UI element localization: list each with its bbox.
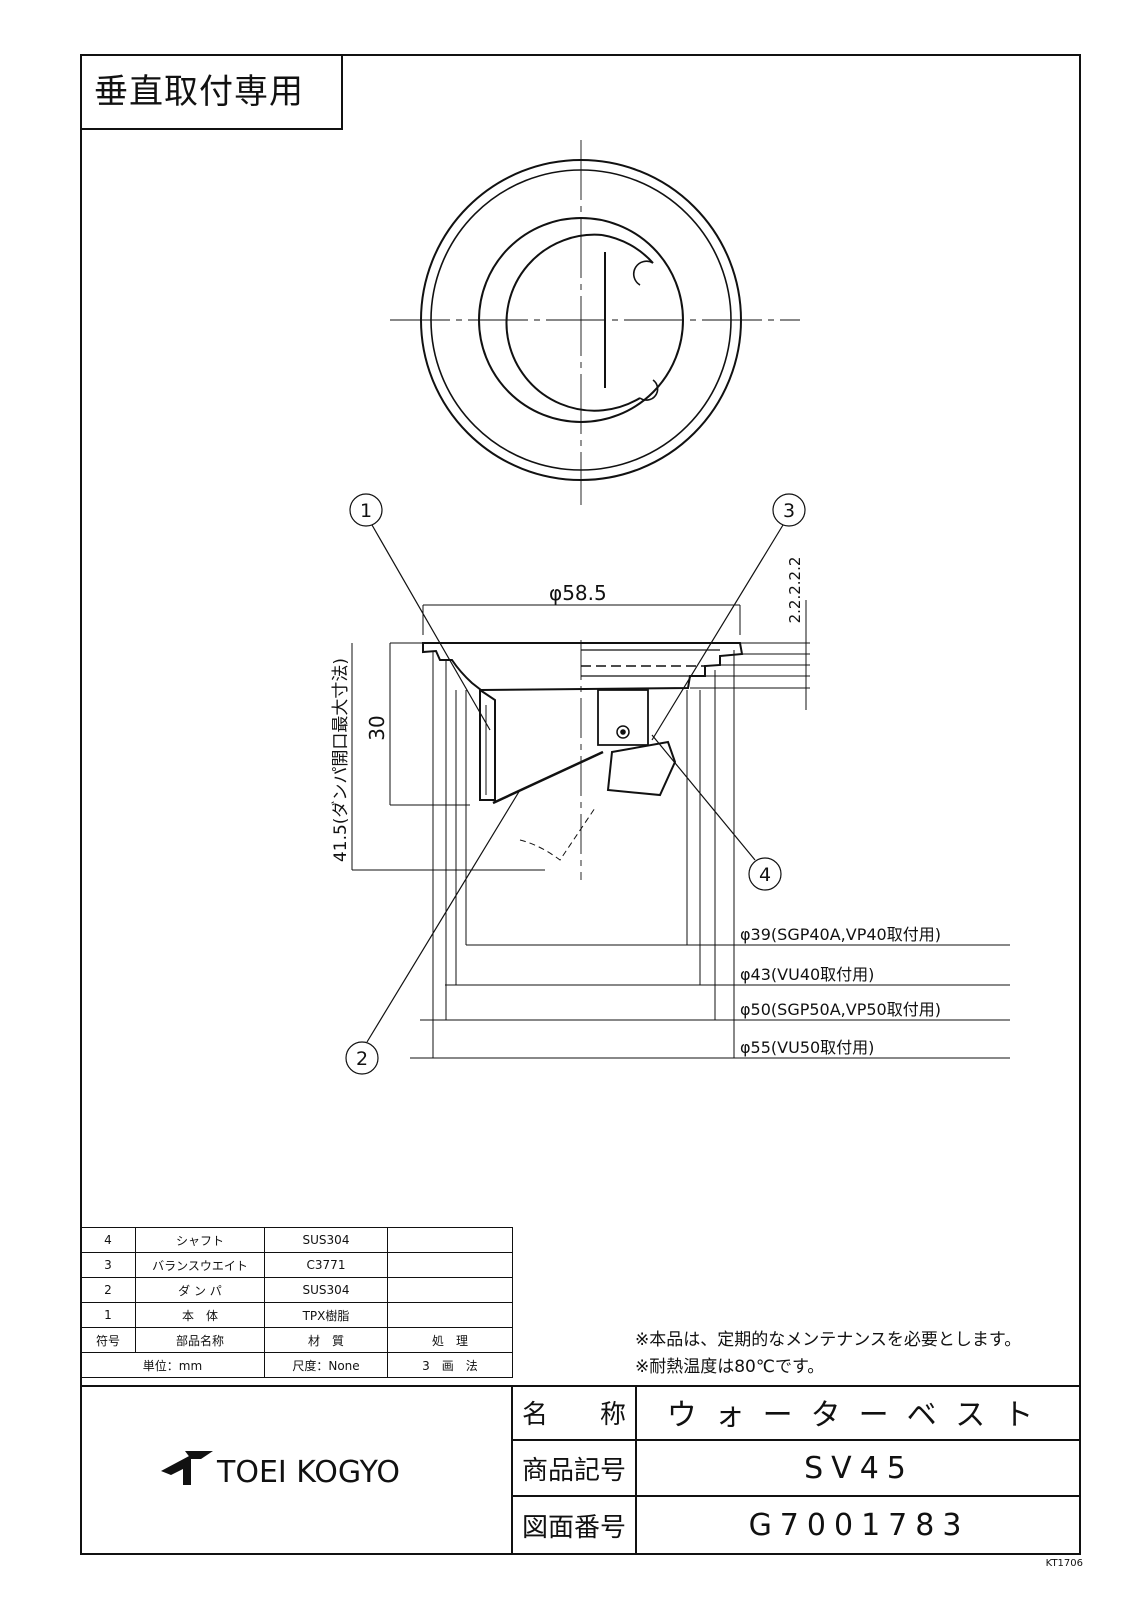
- balloon-3: 3: [783, 500, 795, 522]
- dim-d50: φ50(SGP50A,VP50取付用): [740, 1000, 941, 1019]
- dimension-lines: [351, 600, 1010, 1059]
- title-block: [80, 1385, 1081, 1555]
- table-row: 1 本 体 TPX樹脂: [80, 1302, 513, 1328]
- balloon-1: 1: [360, 500, 372, 522]
- section-view: [422, 640, 744, 880]
- company-name: TOEI KOGYO: [217, 1455, 400, 1490]
- table-footer-row: 単位：mm 尺度：None 3 画 法: [80, 1352, 513, 1378]
- parts-table: 4 シャフト SUS304 3 バランスウエイト C3771 2 ダ ン パ S…: [80, 1227, 513, 1378]
- drawing-number: G7001783: [748, 1507, 970, 1543]
- drawing-sheet: [80, 54, 1081, 1555]
- table-row: 4 シャフト SUS304: [80, 1227, 513, 1253]
- dim-d39: φ39(SGP40A,VP40取付用): [740, 925, 941, 944]
- dim-height-30: 30: [365, 715, 389, 740]
- top-view: [390, 140, 800, 505]
- dim-d55: φ55(VU50取付用): [740, 1038, 874, 1057]
- note-maintenance: ※本品は、定期的なメンテナンスを必要とします。: [635, 1330, 1022, 1350]
- notes: ※本品は、定期的なメンテナンスを必要とします。 ※耐熱温度は80℃です。: [635, 1327, 1021, 1381]
- note-heat: ※耐熱温度は80℃です。: [635, 1357, 825, 1377]
- table-row: 3 バランスウエイト C3771: [80, 1252, 513, 1278]
- table-header-row: 符号 部品名称 材 質 処 理: [80, 1327, 513, 1353]
- balloon-4: 4: [759, 864, 771, 886]
- page-title: 垂直取付専用: [80, 54, 343, 130]
- balloon-2: 2: [356, 1048, 368, 1070]
- company-logo-area: TOEI KOGYO: [80, 1385, 513, 1555]
- dim-outer-dia: φ58.5: [549, 581, 607, 605]
- dim-steps: 2.2.2.2.2: [786, 557, 804, 624]
- product-code: SV45: [804, 1450, 914, 1486]
- table-row: 2 ダ ン パ SUS304: [80, 1277, 513, 1303]
- dim-max-open: 41.5(ダンパ開口最大寸法): [331, 658, 351, 862]
- toei-logo-icon: [161, 1451, 213, 1485]
- product-code-row: 商品記号 SV45: [513, 1441, 1081, 1497]
- balloons: 1 3 4 2: [345, 493, 806, 1075]
- corner-code: KT1706: [1045, 1558, 1083, 1569]
- product-name: ウォーターベスト: [666, 1398, 1052, 1433]
- name-row: 名 称 ウォーターベスト: [513, 1385, 1081, 1441]
- drawing-number-row: 図面番号 G7001783: [513, 1497, 1081, 1553]
- dim-d43: φ43(VU40取付用): [740, 965, 874, 984]
